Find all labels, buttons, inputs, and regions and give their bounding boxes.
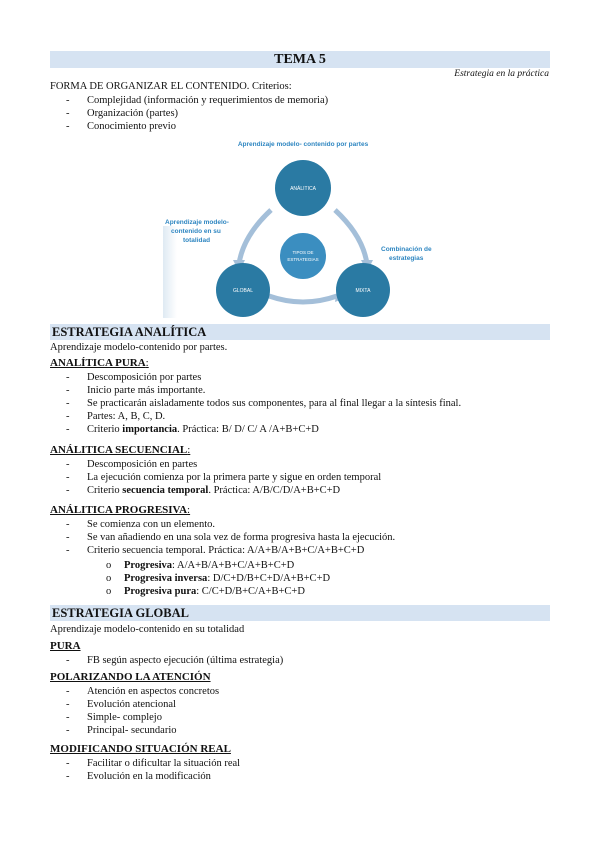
svg-text:contenido en su: contenido en su: [171, 228, 221, 235]
node-global: GLOBAL: [216, 263, 270, 317]
strategy-diagram: Aprendizaje modelo- contenido por partes…: [163, 136, 443, 318]
list-item: -Criterio secuencia temporal. Práctica: …: [66, 545, 365, 556]
list-item: -Descomposición por partes: [66, 372, 202, 383]
analitica-intro: Aprendizaje modelo-contenido por partes.: [50, 342, 228, 353]
section-title-analitica: ESTRATEGIA ANALÍTICA: [50, 324, 550, 340]
page-subtitle: Estrategia en la práctica: [454, 69, 549, 79]
list-item: -FB según aspecto ejecución (última estr…: [66, 655, 284, 666]
label-left: Aprendizaje modelo- contenido en su tota…: [165, 219, 229, 244]
svg-text:estrategias: estrategias: [389, 255, 424, 262]
subsection-analitica-secuencial: ANÁLITICA SECUENCIAL:: [50, 444, 191, 456]
list-item: -Conocimiento previo: [66, 121, 176, 132]
section-title-global: ESTRATEGIA GLOBAL: [50, 605, 550, 621]
list-item: -Evolución en la modificación: [66, 771, 211, 782]
list-item: -La ejecución comienza por la primera pa…: [66, 472, 382, 483]
intro-list: -Complejidad (información y requerimient…: [66, 94, 328, 133]
list-item: -Se van añadiendo en una sola vez de for…: [66, 532, 396, 543]
label-top: Aprendizaje modelo- contenido por partes: [238, 141, 369, 148]
polarizando-list: -Atención en aspectos concretos -Evoluci…: [66, 685, 219, 737]
list-item: -Se comienza con un elemento.: [66, 519, 215, 530]
page-title: TEMA 5: [50, 51, 550, 68]
svg-text:totalidad: totalidad: [183, 237, 210, 244]
subsection-global-pura: PURA: [50, 640, 81, 652]
list-item: -Simple- complejo: [66, 712, 162, 723]
list-item: -Evolución atencional: [66, 699, 176, 710]
list-item: -Inicio parte más importante.: [66, 385, 206, 396]
svg-text:GLOBAL: GLOBAL: [233, 288, 253, 294]
connector-arrows: [236, 208, 370, 305]
subsection-analitica-pura: ANALÍTICA PURA:: [50, 357, 149, 369]
subsection-analitica-progresiva: ANÁLITICA PROGRESIVA:: [50, 504, 191, 516]
node-analitica: ANÁLITICA: [275, 160, 331, 216]
svg-text:ESTRATEGIAS: ESTRATEGIAS: [287, 257, 318, 262]
list-item: -Organización (partes): [66, 108, 179, 119]
svg-text:Combinación de: Combinación de: [381, 246, 432, 253]
list-item: -Atención en aspectos concretos: [66, 686, 220, 697]
list-item: -Partes: A, B, C, D.: [66, 411, 166, 422]
subsection-polarizando: POLARIZANDO LA ATENCIÓN: [50, 671, 211, 683]
list-item: -Criterio secuencia temporal. Práctica: …: [66, 485, 341, 496]
svg-text:Aprendizaje modelo- contenido: Aprendizaje modelo- contenido por partes: [238, 141, 369, 148]
subsection-modificando: MODIFICANDO SITUACIÓN REAL: [50, 743, 231, 755]
modificando-list: -Facilitar o dificultar la situación rea…: [66, 757, 240, 783]
analitica-pura-list: -Descomposición por partes -Inicio parte…: [66, 371, 461, 436]
analitica-progresiva-list: -Se comienza con un elemento. -Se van añ…: [66, 518, 395, 557]
label-right: Combinación de estrategias: [381, 246, 432, 262]
svg-text:MIXTA: MIXTA: [356, 288, 372, 294]
global-pura-list: -FB según aspecto ejecución (última estr…: [66, 654, 283, 667]
list-item: -Facilitar o dificultar la situación rea…: [66, 758, 241, 769]
svg-text:TIPOS DE: TIPOS DE: [292, 250, 313, 255]
node-center: TIPOS DE ESTRATEGIAS: [278, 231, 328, 281]
list-item: -Descomposición en partes: [66, 459, 198, 470]
global-intro: Aprendizaje modelo-contenido en su total…: [50, 624, 245, 635]
svg-text:Aprendizaje modelo-: Aprendizaje modelo-: [165, 219, 229, 226]
list-item: -Principal- secundario: [66, 725, 177, 736]
decorative-shade: [163, 226, 177, 318]
analitica-secuencial-list: -Descomposición en partes -La ejecución …: [66, 458, 381, 497]
intro-heading: FORMA DE ORGANIZAR EL CONTENIDO. Criteri…: [50, 81, 292, 92]
svg-text:ANÁLITICA: ANÁLITICA: [290, 185, 317, 192]
node-mixta: MIXTA: [336, 263, 390, 317]
list-item: -Se practicarán aisladamente todos sus c…: [66, 398, 462, 409]
list-item: -Criterio importancia. Práctica: B/ D/ C…: [66, 424, 319, 435]
list-item: -Complejidad (información y requerimient…: [66, 95, 329, 106]
